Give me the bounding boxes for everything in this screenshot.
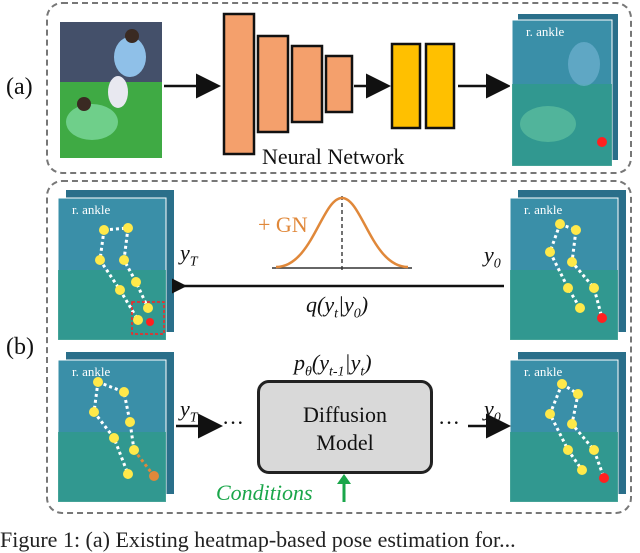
reverse-p-label: pθ(yt-1|yt): [294, 350, 372, 380]
forward-y0-label: y0: [484, 242, 501, 272]
gaussian-noise-label: + GN: [258, 212, 308, 237]
label-b: (b): [6, 334, 34, 360]
label-a: (a): [6, 74, 33, 100]
noisy-pose-top: r. ankle: [58, 190, 174, 340]
forward-process: [172, 196, 504, 299]
reverse-y0-label: y0: [484, 396, 501, 426]
neural-network-label: Neural Network: [262, 144, 405, 169]
ellipsis-left: ···: [222, 410, 244, 435]
diffusion-model-line2: Model: [316, 430, 374, 455]
conditions-label: Conditions: [216, 480, 313, 505]
heatmap-output-a: r. ankle: [512, 14, 620, 166]
ellipsis-right: ···: [438, 410, 460, 435]
heatmap-tag: r. ankle: [524, 364, 563, 379]
encoder-block-3: [290, 44, 324, 124]
forward-yT-label: yT: [180, 240, 198, 270]
encoder-block-4: [324, 54, 354, 114]
encoder-block-1: [222, 12, 256, 156]
figure-caption: Figure 1: (a) Existing heatmap-based pos…: [0, 527, 516, 552]
conditions-arrow: [337, 474, 351, 502]
heatmap-tag: r. ankle: [72, 202, 111, 217]
heatmap-tag: r. ankle: [524, 202, 563, 217]
reverse-arrows: [176, 413, 511, 439]
diffusion-model-box: Diffusion Model: [257, 380, 433, 474]
diffusion-model-line1: Diffusion: [303, 402, 387, 427]
heatmap-tag: r. ankle: [72, 364, 111, 379]
decoder-block-1: [390, 42, 422, 130]
forward-q-label: q(yt|y0): [306, 292, 369, 322]
panel-b: [46, 180, 632, 514]
noisy-pose-bottom: r. ankle: [58, 352, 174, 502]
decoder-block-2: [424, 42, 456, 130]
panel-a: [46, 2, 632, 174]
encoder-block-2: [256, 34, 290, 134]
neural-network-diagram: [164, 12, 510, 156]
heatmap-tag: r. ankle: [526, 24, 565, 39]
reverse-yT-label: yT: [180, 396, 198, 426]
clean-pose-bottom: r. ankle: [510, 352, 626, 502]
ankle-keypoint: [597, 137, 607, 147]
input-photo: [60, 22, 162, 158]
clean-pose-top: r. ankle: [510, 190, 626, 340]
